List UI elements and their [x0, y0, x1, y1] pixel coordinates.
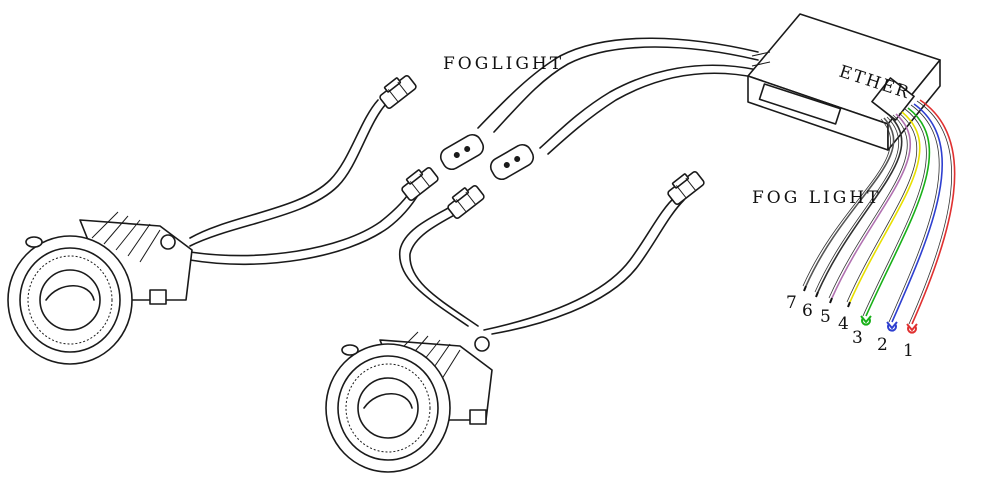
fog-lamp-right	[325, 331, 493, 473]
wire-number-7: 7	[786, 293, 797, 313]
wire-outline-6	[814, 116, 900, 293]
wire-number-6: 6	[802, 301, 813, 321]
fog-lamp-left	[7, 211, 193, 365]
wire-outline-4	[846, 112, 918, 303]
wire-1	[911, 99, 956, 325]
wire-7	[805, 117, 895, 287]
connector-middle-b	[489, 143, 535, 181]
wire-tip-5	[829, 297, 833, 304]
wire-number-1: 1	[903, 341, 914, 361]
wire-outline-5	[828, 114, 908, 299]
wire-4	[849, 111, 921, 303]
foglight-label-right: FOG LIGHT	[752, 188, 881, 208]
wire-tip-6	[815, 291, 819, 298]
terminal-lug-3	[860, 315, 872, 326]
wire-6	[817, 115, 903, 293]
harness-cables	[189, 37, 759, 335]
wire-tip-4	[847, 301, 851, 308]
wire-tip-7	[803, 285, 807, 292]
connector-left-top	[379, 75, 417, 109]
wire-outline-3	[862, 108, 927, 317]
wire-outline-1	[908, 100, 953, 325]
terminal-lug-2	[886, 321, 898, 332]
flying-leads	[802, 99, 956, 334]
wire-2	[891, 103, 944, 323]
wire-outline-2	[888, 104, 940, 323]
ether-module: ETHER	[747, 13, 941, 151]
wire-outline-7	[802, 118, 891, 287]
wire-3	[865, 107, 931, 317]
connector-middle-a	[439, 133, 485, 171]
wire-number-5: 5	[820, 307, 831, 327]
foglight-label-top: FOGLIGHT	[443, 54, 564, 74]
wire-number-3: 3	[852, 328, 863, 348]
wire-number-4: 4	[838, 314, 849, 334]
terminal-lug-1	[906, 323, 918, 334]
connector-right-b	[667, 171, 705, 205]
wire-number-2: 2	[877, 335, 888, 355]
connector-right-a	[447, 185, 485, 219]
wire-5	[831, 113, 911, 299]
connector-left-bottom	[401, 167, 439, 201]
